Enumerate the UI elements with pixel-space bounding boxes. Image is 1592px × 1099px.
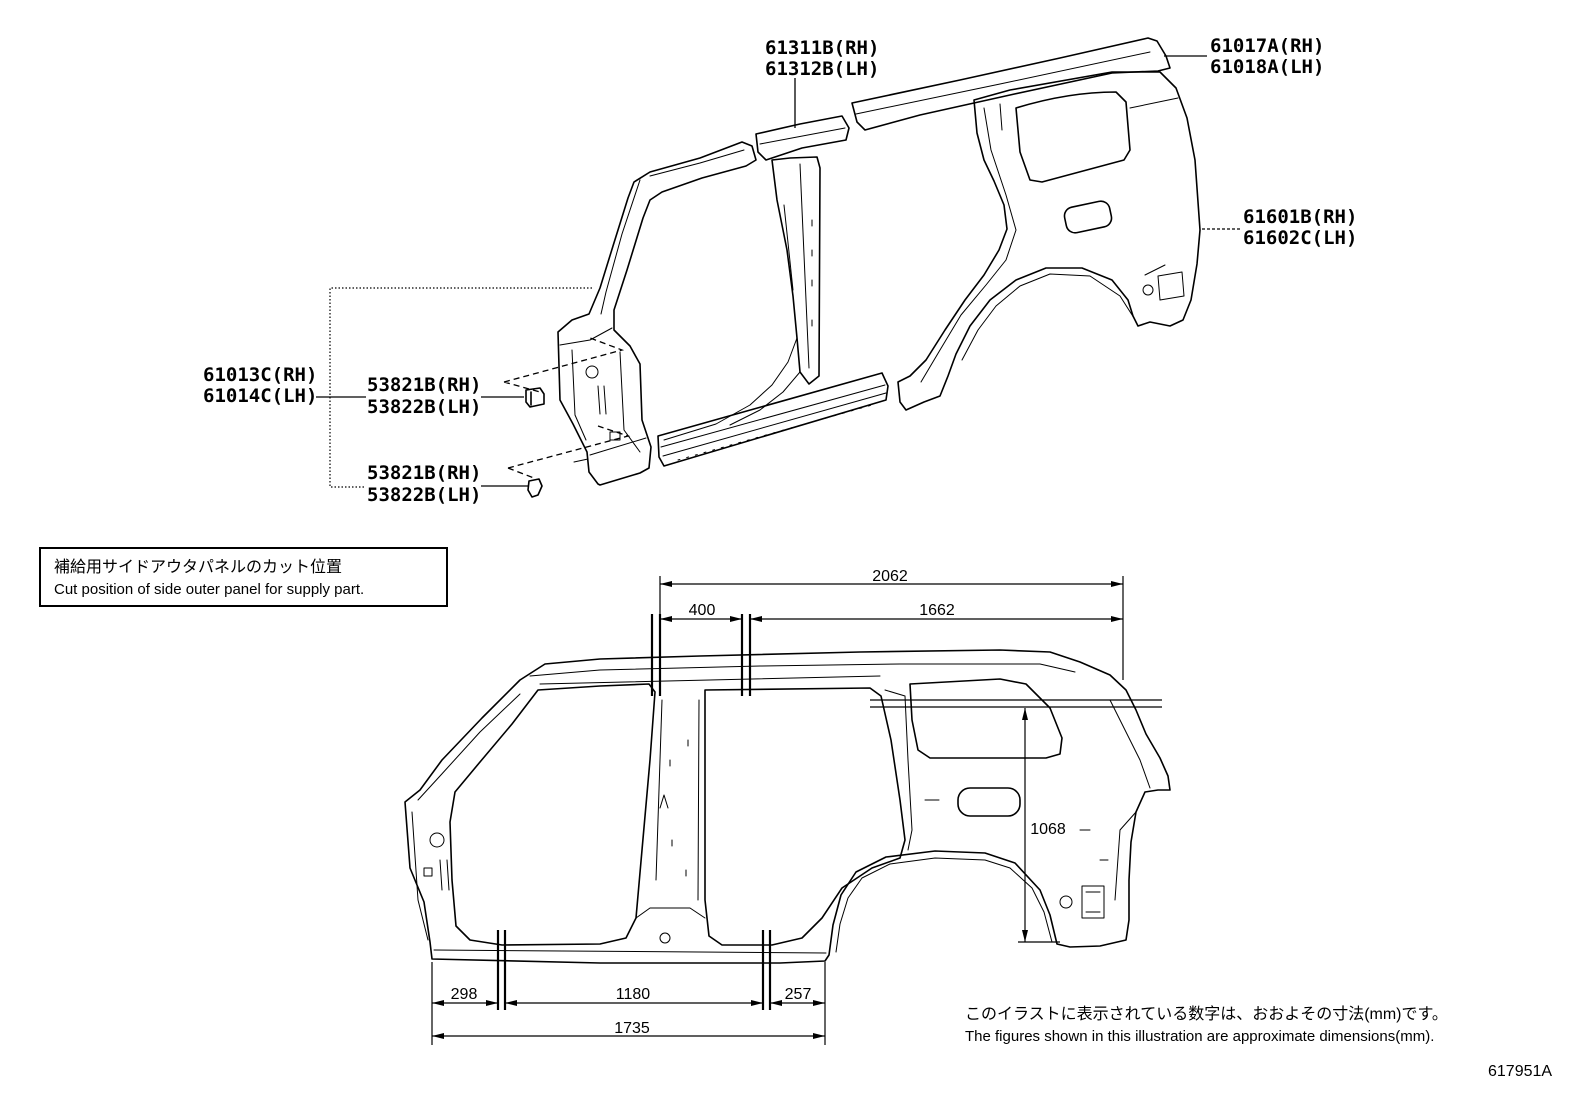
rear-roof-rail — [851, 37, 1171, 131]
b-pillar-details — [635, 699, 706, 944]
front-pillar-details — [559, 149, 745, 463]
callout-front-pillar[interactable]: 61013C(RH) 61014C(LH) — [203, 364, 317, 407]
part-number-lh[interactable]: 53822B(LH) — [367, 396, 481, 418]
callout-clip-upper[interactable]: 53821B(RH) 53822B(LH) — [367, 374, 481, 418]
note-japanese: このイラストに表示されている数字は、おおよその寸法(mm)です。 — [965, 1005, 1448, 1023]
note-english: The figures shown in this illustration a… — [965, 1028, 1434, 1045]
callout-center-roof-panel[interactable]: 61311B(RH) 61312B(LH) — [765, 37, 879, 80]
dimension-value: 1735 — [614, 1020, 650, 1037]
part-number-rh[interactable]: 61601B(RH) — [1243, 206, 1357, 228]
part-number-rh[interactable]: 53821B(RH) — [367, 374, 481, 396]
dimension-value: 400 — [689, 602, 716, 619]
callout-rear-roof-rail[interactable]: 61017A(RH) 61018A(LH) — [1210, 35, 1324, 78]
assembled-view: 2062 400 1662 1068 298 1180 257 1735 — [404, 568, 1171, 1045]
dimension-value: 1068 — [1030, 821, 1066, 838]
quarter-window-opening — [909, 678, 1063, 759]
dimension-value: 1180 — [616, 986, 651, 1003]
clip-upper — [525, 387, 545, 408]
cut-mark-roof-rear — [740, 614, 752, 696]
extension-lines — [431, 576, 1124, 1045]
fuel-door-recess — [957, 787, 1021, 817]
dimension-bottom-rear-segment: 257 — [770, 986, 825, 1006]
quarter-reference-line — [870, 699, 1162, 943]
rocker-panel-holes — [677, 404, 873, 461]
cut-mark-rocker-rear — [761, 930, 772, 1010]
b-pillar — [771, 156, 821, 385]
front-pillar-panel — [557, 141, 757, 486]
rocker-panel-details — [660, 384, 887, 457]
part-number-lh[interactable]: 53822B(LH) — [367, 484, 481, 506]
dimension-value: 298 — [451, 986, 478, 1003]
quarter-window-opening — [1015, 91, 1131, 183]
callout-quarter-panel[interactable]: 61601B(RH) 61602C(LH) — [1243, 206, 1357, 249]
quarter-panel-details — [920, 97, 1185, 383]
rear-roof-rail-detail — [855, 51, 1151, 115]
dimension-bottom-front-segment: 298 — [432, 986, 498, 1006]
center-roof-panel — [755, 115, 850, 161]
part-number-lh[interactable]: 61312B(LH) — [765, 58, 879, 80]
cut-mark-rocker-front — [496, 930, 507, 1010]
dimension-note: このイラストに表示されている数字は、おおよその寸法(mm)です。 The fig… — [965, 1005, 1448, 1045]
part-number-rh[interactable]: 61311B(RH) — [765, 37, 879, 59]
center-roof-panel-detail — [759, 127, 846, 145]
caption-frame — [39, 547, 448, 607]
cut-mark-roof-front — [650, 614, 662, 696]
roof-inner-lines — [433, 663, 1076, 954]
dimension-top-rear-segment: 1662 — [750, 602, 1123, 622]
part-number-lh[interactable]: 61014C(LH) — [203, 385, 317, 407]
dimension-top-overall: 2062 — [660, 568, 1123, 587]
rocker-panel — [657, 372, 889, 467]
cut-position-caption-box: 補給用サイドアウタパネルのカット位置 Cut position of side … — [39, 547, 448, 607]
dimension-value: 1662 — [919, 602, 955, 619]
rear-door-opening — [704, 687, 906, 946]
clip-lower-install-line — [507, 425, 631, 479]
dimension-bottom-middle-segment: 1180 — [505, 986, 763, 1006]
leader-front-pillar-bracket — [329, 287, 592, 488]
part-number-lh[interactable]: 61602C(LH) — [1243, 227, 1357, 249]
callout-clip-lower[interactable]: 53821B(RH) 53822B(LH) — [367, 462, 481, 506]
b-pillar-details — [663, 163, 813, 441]
illustration-number: 617951A — [1488, 1063, 1552, 1080]
clip-upper-install-line — [503, 337, 625, 393]
side-outer-panel — [404, 649, 1171, 964]
part-number-rh[interactable]: 61013C(RH) — [203, 364, 317, 386]
dimension-value: 2062 — [872, 568, 908, 585]
exploded-view: 61311B(RH) 61312B(LH) 61017A(RH) 61018A(… — [203, 35, 1357, 506]
front-door-opening — [449, 683, 656, 946]
dimension-bottom-overall: 1735 — [432, 1020, 825, 1039]
part-number-rh[interactable]: 53821B(RH) — [367, 462, 481, 484]
clip-lower — [527, 478, 543, 498]
a-pillar-details — [411, 693, 521, 941]
part-number-rh[interactable]: 61017A(RH) — [1210, 35, 1324, 57]
fuel-door-recess — [1063, 200, 1113, 234]
caption-english: Cut position of side outer panel for sup… — [54, 581, 364, 598]
dimension-quarter-height: 1068 — [1022, 708, 1066, 942]
quarter-panel-details — [835, 689, 1151, 953]
part-number-lh[interactable]: 61018A(LH) — [1210, 56, 1324, 78]
dimension-top-front-segment: 400 — [660, 602, 742, 622]
caption-japanese: 補給用サイドアウタパネルのカット位置 — [54, 558, 342, 576]
quarter-panel — [897, 71, 1201, 411]
dimension-value: 257 — [785, 986, 812, 1003]
